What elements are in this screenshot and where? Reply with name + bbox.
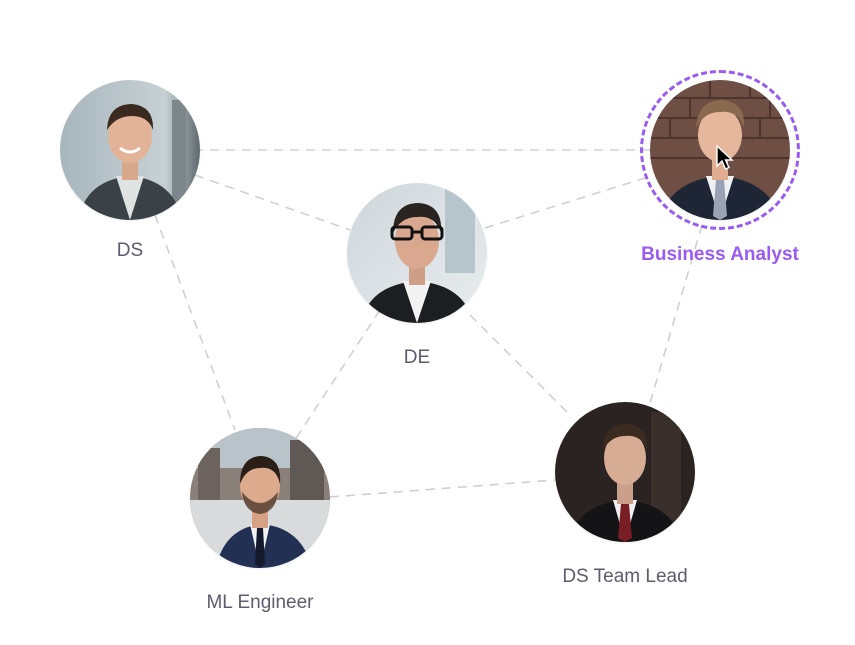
avatar-ds[interactable]: [60, 80, 200, 220]
person-photo-icon: [555, 402, 695, 542]
edge-ds-ml: [154, 214, 236, 431]
node-label-de: DE: [403, 347, 431, 368]
mouse-pointer-icon: [716, 145, 734, 170]
person-photo-icon: [60, 80, 200, 220]
avatar-ds-team-lead[interactable]: [555, 402, 695, 542]
edge-ba-lead: [647, 224, 703, 411]
node-label-ml-engineer: ML Engineer: [206, 592, 314, 613]
edge-de-lead: [469, 314, 571, 416]
person-photo-icon: [190, 428, 330, 568]
edge-de-ml: [294, 309, 381, 441]
edge-de-ba: [484, 177, 646, 229]
selection-ring: [640, 70, 800, 230]
avatar-de[interactable]: [347, 183, 487, 323]
node-label-ds: DS: [116, 240, 144, 261]
edge-ml-lead: [329, 479, 556, 498]
avatar-ml-engineer[interactable]: [190, 428, 330, 568]
node-label-ds-team-lead: DS Team Lead: [562, 566, 688, 587]
node-label-business-analyst: Business Analyst: [641, 244, 799, 265]
person-photo-icon: [347, 183, 487, 323]
edge-ds-de: [194, 174, 351, 231]
